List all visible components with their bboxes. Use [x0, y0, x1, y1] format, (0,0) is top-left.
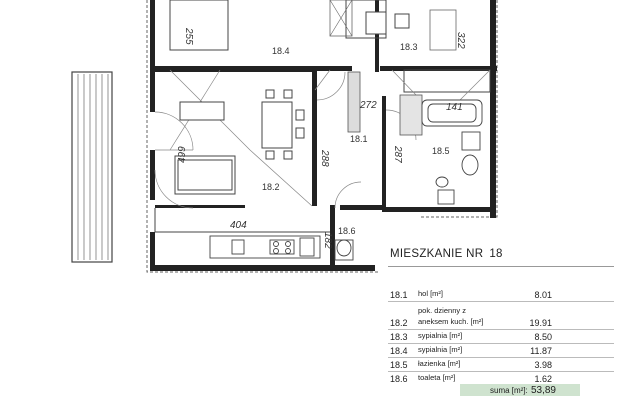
apartment-title: MIESZKANIE NR 18 [390, 248, 503, 260]
row-divider [388, 343, 614, 344]
dim-141: 141 [446, 102, 463, 113]
room-label-18-6: 18.6 [338, 226, 356, 236]
room-label-18-5: 18.5 [432, 146, 450, 156]
kitchen [209, 235, 321, 259]
bathroom-fixtures [334, 99, 483, 261]
chair-2 [283, 89, 293, 99]
balcony [71, 71, 113, 263]
total-value: 53,89 [530, 385, 556, 396]
row-number: 18.5 [390, 360, 408, 370]
table-row: 18.1 hol [m²] 8.01 [388, 288, 614, 301]
dim-499: 499 [177, 146, 188, 163]
row-value: 19.91 [529, 318, 552, 328]
row-name: sypialnia [m²] [418, 331, 463, 340]
tv-unit [179, 101, 225, 121]
row-name-line1: pok. dzienny z [418, 306, 466, 315]
chair-1 [265, 89, 275, 99]
dim-255: 255 [183, 27, 194, 45]
desk-chair [394, 13, 410, 29]
area-table: MIESZKANIE NR 18 18.1 hol [m²] 8.01 pok. … [388, 246, 616, 398]
washbasin [461, 131, 481, 151]
washing-machine [435, 176, 449, 188]
apartment-title-text: MIESZKANIE NR [390, 248, 484, 260]
chair-6 [295, 127, 305, 139]
desk [365, 11, 387, 35]
row-divider [388, 301, 614, 302]
title-rule [388, 266, 614, 267]
row-value: 3.98 [534, 360, 552, 370]
row-number: 18.4 [390, 346, 408, 356]
row-name: hol [m²] [418, 289, 444, 298]
row-number: 18.3 [390, 332, 408, 342]
furniture [174, 11, 410, 195]
total-label: suma [m²]: [490, 386, 528, 395]
row-number: 18.6 [390, 374, 408, 384]
dim-287: 287 [392, 145, 403, 163]
dining-table [261, 101, 293, 149]
dim-322: 322 [455, 32, 466, 49]
total-area: suma [m²]: 53,89 [460, 384, 580, 396]
table-row: 18.6 toaleta [m²] 1.62 [388, 372, 614, 385]
wardrobes [329, 0, 457, 136]
dim-272: 272 [359, 100, 377, 111]
row-divider [388, 371, 614, 372]
row-value: 1.62 [534, 374, 552, 384]
room-label-18-4: 18.4 [272, 46, 290, 56]
walls [150, 0, 497, 271]
row-name: łazienka [m²] [418, 359, 461, 368]
row-number: 18.2 [390, 318, 408, 328]
chair-3 [265, 150, 275, 160]
room-label-18-1: 18.1 [350, 134, 368, 144]
row-name: sypialnia [m²] [418, 345, 463, 354]
chair-4 [283, 150, 293, 160]
row-name: aneksem kuch. [m²] [418, 317, 484, 326]
table-row: 18.3 sypialnia [m²] 8.50 [388, 330, 614, 343]
room-label-18-3: 18.3 [400, 42, 418, 52]
row-name: toaleta [m²] [418, 373, 456, 382]
partitions [154, 0, 491, 233]
chair-5 [295, 109, 305, 121]
row-divider [388, 357, 614, 358]
table-row: 18.4 sypialnia [m²] 11.87 [388, 344, 614, 357]
table-row: 18.5 łazienka [m²] 3.98 [388, 358, 614, 371]
row-divider [388, 329, 614, 330]
apartment-number: 18 [489, 248, 503, 260]
row-value: 11.87 [530, 346, 552, 356]
row-number: 18.1 [390, 290, 408, 300]
dim-182: 182 [322, 232, 333, 249]
dim-404: 404 [230, 220, 247, 231]
dim-288: 288 [319, 149, 330, 167]
table-row: pok. dzienny z 18.2 aneksem kuch. [m²] 1… [388, 304, 614, 330]
row-value: 8.50 [534, 332, 552, 342]
row-value: 8.01 [534, 290, 552, 300]
plan-boundary [146, 0, 498, 273]
toilet [461, 154, 479, 176]
room-label-18-2: 18.2 [262, 182, 280, 192]
